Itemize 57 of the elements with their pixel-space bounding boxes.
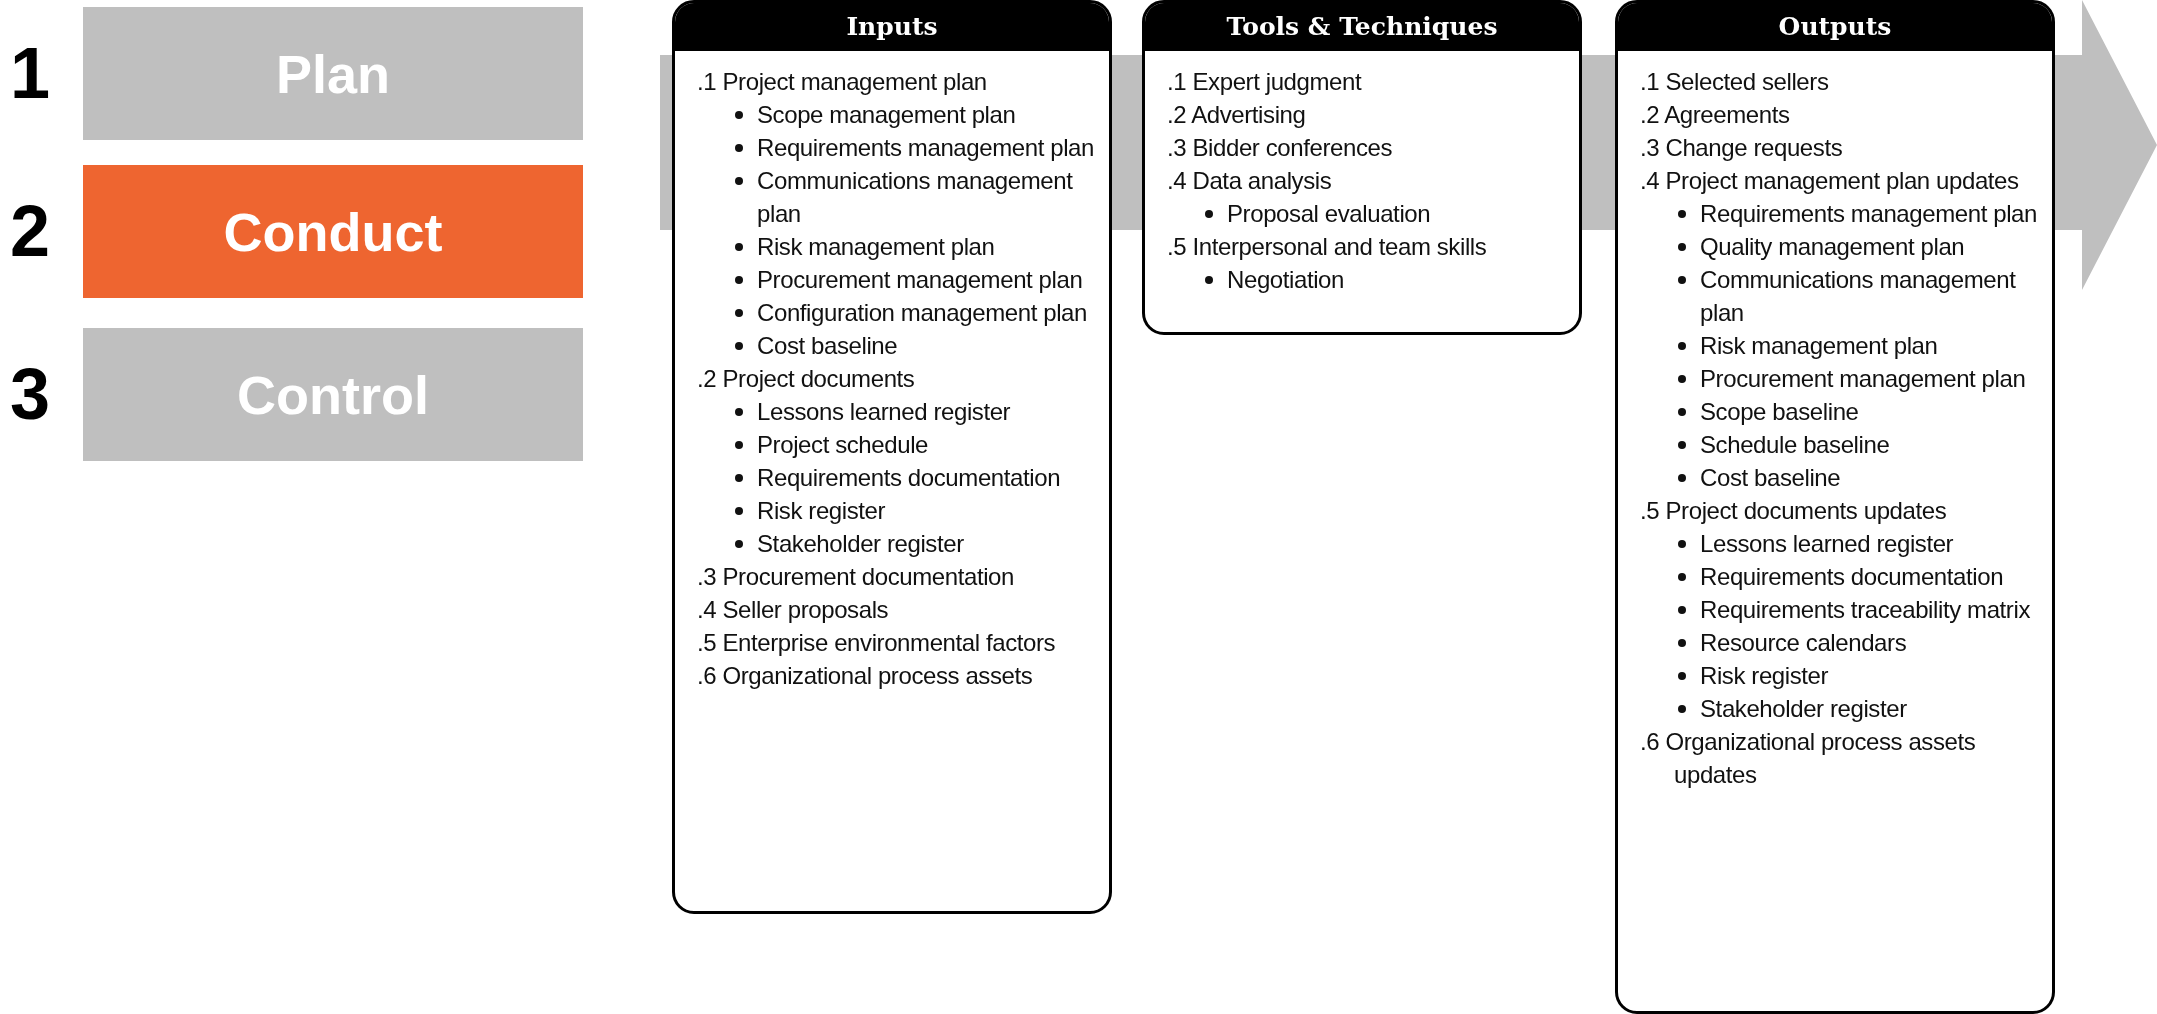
list-item: Risk management plan (757, 230, 1099, 263)
list-item: .1 Selected sellers (1640, 67, 1830, 97)
list-item: Risk register (1700, 659, 2042, 692)
list-item: .4 Project management plan updates (1640, 166, 2020, 196)
list-item: Configuration management plan (757, 296, 1099, 329)
list-item: Proposal evaluation (1227, 197, 1569, 230)
list-item: Communications management plan (1700, 263, 2042, 329)
list-item: Lessons learned register (757, 395, 1099, 428)
list-item: .5 Enterprise environmental factors (697, 628, 1057, 658)
list-card (1615, 0, 2055, 1014)
card-heading: Outputs (1618, 3, 2052, 51)
list-item: .3 Bidder conferences (1167, 133, 1394, 163)
list-item: Cost baseline (757, 329, 1099, 362)
list-item: Communications management plan (757, 164, 1099, 230)
list-item: Resource calendars (1700, 626, 2042, 659)
list-item: Quality management plan (1700, 230, 2042, 263)
list-item: Requirements management plan (757, 131, 1099, 164)
card-heading: Inputs (675, 3, 1109, 51)
list-item: Risk management plan (1700, 329, 2042, 362)
list-item: .1 Expert judgment (1167, 67, 1363, 97)
list-item: Requirements traceability matrix (1700, 593, 2042, 626)
list-item: .3 Procurement documentation (697, 562, 1015, 592)
process-step-box: Conduct (83, 165, 583, 298)
list-item: Stakeholder register (757, 527, 1099, 560)
list-item: .4 Data analysis (1167, 166, 1333, 196)
list-item: Negotiation (1227, 263, 1569, 296)
list-item: .3 Change requests (1640, 133, 1844, 163)
list-item: .5 Interpersonal and team skills (1167, 232, 1488, 262)
step-number: 1 (10, 37, 51, 109)
list-item: Cost baseline (1700, 461, 2042, 494)
list-item: .6 Organizational process assets updates (1640, 727, 1977, 790)
list-card (1142, 0, 1582, 335)
list-item: .5 Project documents updates (1640, 496, 1948, 526)
list-card (672, 0, 1112, 914)
list-item: .2 Agreements (1640, 100, 1791, 130)
list-item: Project schedule (757, 428, 1099, 461)
list-item: Risk register (757, 494, 1099, 527)
list-item: Scope baseline (1700, 395, 2042, 428)
process-step-box: Control (83, 328, 583, 461)
list-item: .2 Project documents (697, 364, 916, 394)
card-heading: Tools & Techniques (1145, 3, 1579, 51)
list-item: Procurement management plan (757, 263, 1099, 296)
list-item: Scope management plan (757, 98, 1099, 131)
list-item: .1 Project management plan (697, 67, 988, 97)
list-item: Requirements documentation (757, 461, 1099, 494)
step-number: 2 (10, 195, 51, 267)
list-item: Requirements management plan (1700, 197, 2042, 230)
list-item: Schedule baseline (1700, 428, 2042, 461)
list-item: .6 Organizational process assets (697, 661, 1034, 691)
list-item: .4 Seller proposals (697, 595, 890, 625)
list-item: Stakeholder register (1700, 692, 2042, 725)
process-step-box: Plan (83, 7, 583, 140)
list-item: Procurement management plan (1700, 362, 2042, 395)
list-item: Lessons learned register (1700, 527, 2042, 560)
list-item: .2 Advertising (1167, 100, 1307, 130)
list-item: Requirements documentation (1700, 560, 2042, 593)
step-number: 3 (10, 358, 51, 430)
